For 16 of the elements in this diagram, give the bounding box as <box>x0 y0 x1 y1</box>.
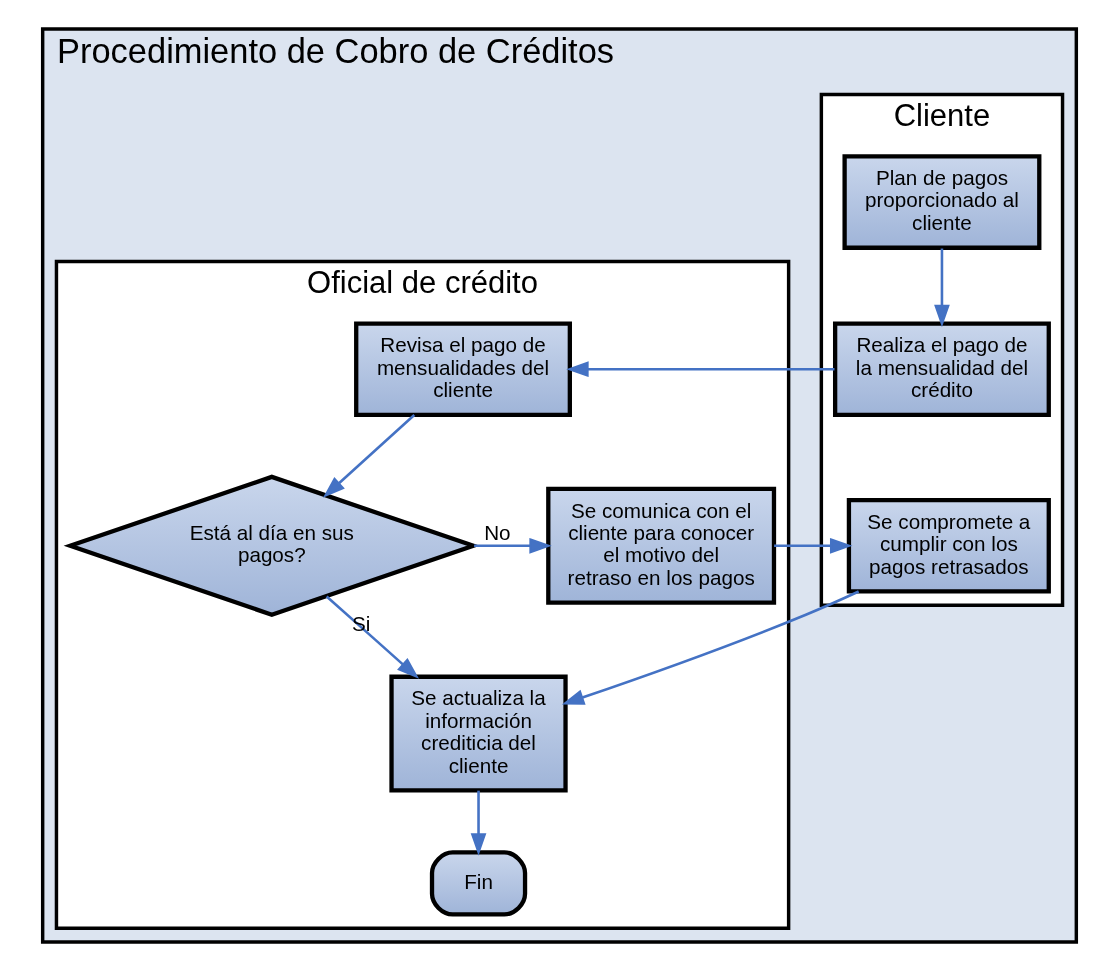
arrow <box>470 790 487 856</box>
node-box: Se comunica con el cliente para conocer el motivo del retraso en los pagos <box>546 486 777 605</box>
arrow <box>774 537 853 554</box>
edge-label: No <box>484 520 511 544</box>
node-box: Revisa el pago de mensualidades del cliente <box>354 321 572 418</box>
node-box: Se actualiza la información crediticia del cliente <box>389 674 568 793</box>
arrow <box>934 248 950 328</box>
arrow <box>325 595 419 679</box>
node-box: Fin <box>429 850 528 917</box>
node-box: Realiza el pago de la mensualidad del crédito <box>833 321 1051 418</box>
arrow <box>474 537 552 554</box>
arrow <box>566 361 835 378</box>
node-box: Se compromete a cumplir con los pagos retrasados <box>846 498 1051 594</box>
arrow <box>322 414 416 498</box>
node-box: Plan de pagos proporcionado al cliente <box>842 154 1042 250</box>
arrow <box>561 590 860 705</box>
